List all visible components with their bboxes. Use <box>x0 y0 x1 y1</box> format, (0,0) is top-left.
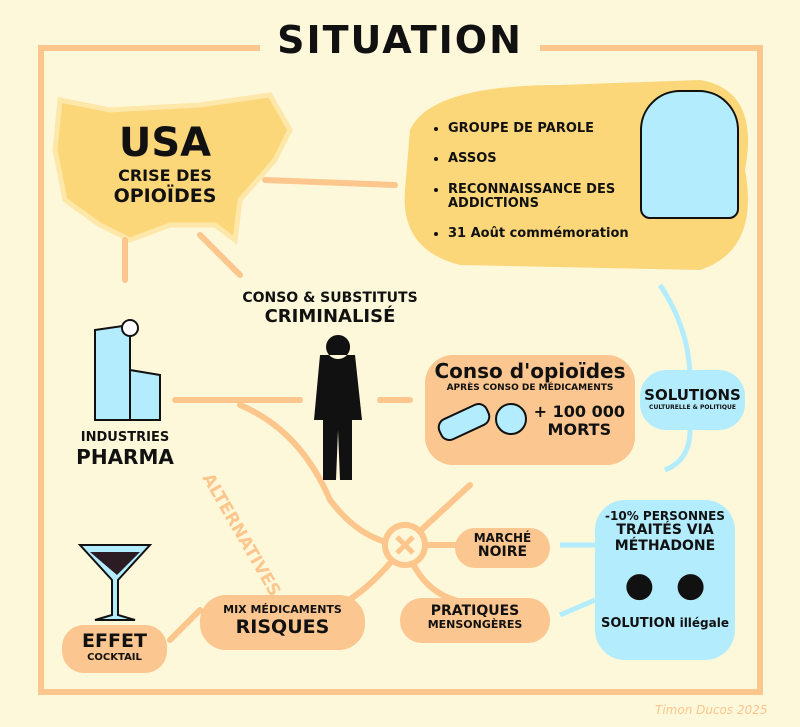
marche-line2: NOIRE <box>477 544 528 561</box>
center-line2: CRIMINALISÉ <box>264 306 396 327</box>
pharma-line2: PHARMA <box>76 445 174 469</box>
conso-title: Conso d'opioïdes <box>434 359 626 383</box>
speaker-illustration <box>640 90 739 219</box>
pharma-label: INDUSTRIES PHARMA <box>70 430 180 469</box>
solutions-box: SOLUTIONS CULTURELLE & POLITIQUE <box>640 370 745 430</box>
solutions-subtitle: CULTURELLE & POLITIQUE <box>649 404 736 411</box>
building <box>94 323 161 421</box>
signature: Timon Ducos 2025 <box>655 703 768 717</box>
effet-line2: COCKTAIL <box>87 651 142 663</box>
top-right-list: GROUPE DE PAROLE ASSOS RECONNAISSANCE DE… <box>430 121 630 257</box>
deaths-count: + 100 000 <box>533 402 625 421</box>
pratiques-line1: PRATIQUES <box>430 603 520 619</box>
solution-label: SOLUTION <box>601 615 676 631</box>
solution-illegal: illégale <box>679 615 729 630</box>
solutions-title: SOLUTIONS <box>644 386 741 404</box>
usa-topright-arrow <box>262 177 398 188</box>
center-label: CONSO & SUBSTITUTS CRIMINALISÉ <box>240 290 420 327</box>
list-item: 31 Août commémoration <box>448 226 630 241</box>
conso-subtitle: APRÈS CONSO DE MÉDICAMENTS <box>446 383 614 393</box>
mix-line1: MIX MÉDICAMENTS <box>223 603 342 616</box>
marche-line1: MARCHÉ <box>473 531 532 545</box>
tablet-icon <box>495 403 527 435</box>
person-silhouette <box>314 335 362 480</box>
methadone-line2: TRAITÉS VIA <box>616 522 714 539</box>
page-title: SITUATION <box>260 18 540 62</box>
deaths: + 100 000 MORTS <box>534 403 625 438</box>
methadone-line3: MÉTHADONE <box>614 537 716 554</box>
mix-box: MIX MÉDICAMENTS RISQUES <box>200 595 365 650</box>
cocktail-glass <box>77 544 153 621</box>
methadone-line1: -10% PERSONNES <box>605 509 725 523</box>
list-item: GROUPE DE PAROLE <box>448 121 630 136</box>
effet-line1: EFFET <box>82 630 147 652</box>
methadone-box: -10% PERSONNES TRAITÉS VIA MÉTHADONE ● ●… <box>595 500 735 660</box>
mix-line2: RISQUES <box>235 616 330 638</box>
effet-box: EFFET COCKTAIL <box>62 625 167 673</box>
list-item: ASSOS <box>448 151 630 166</box>
usa-title: USA <box>118 120 212 166</box>
deaths-label: MORTS <box>547 419 612 439</box>
usa-map <box>52 92 293 245</box>
pratiques-box: PRATIQUES MENSONGÈRES <box>400 598 550 643</box>
conso-box: Conso d'opioïdes APRÈS CONSO DE MÉDICAME… <box>425 355 635 465</box>
pill-icon <box>434 399 494 445</box>
list-item: RECONNAISSANCE DES ADDICTIONS <box>448 182 630 212</box>
usa-line1: CRISE DES <box>118 166 212 185</box>
marche-noire-box: MARCHÉ NOIRE <box>455 528 550 568</box>
pharma-line1: INDUSTRIES <box>80 430 170 445</box>
exchange-icon: ● ● <box>624 564 706 605</box>
center-line1: CONSO & SUBSTITUTS <box>242 290 418 306</box>
pratiques-line2: MENSONGÈRES <box>427 618 523 632</box>
usa-line2: OPIOÏDES <box>113 185 217 207</box>
usa-block: USA CRISE DES OPIOÏDES <box>95 120 235 207</box>
